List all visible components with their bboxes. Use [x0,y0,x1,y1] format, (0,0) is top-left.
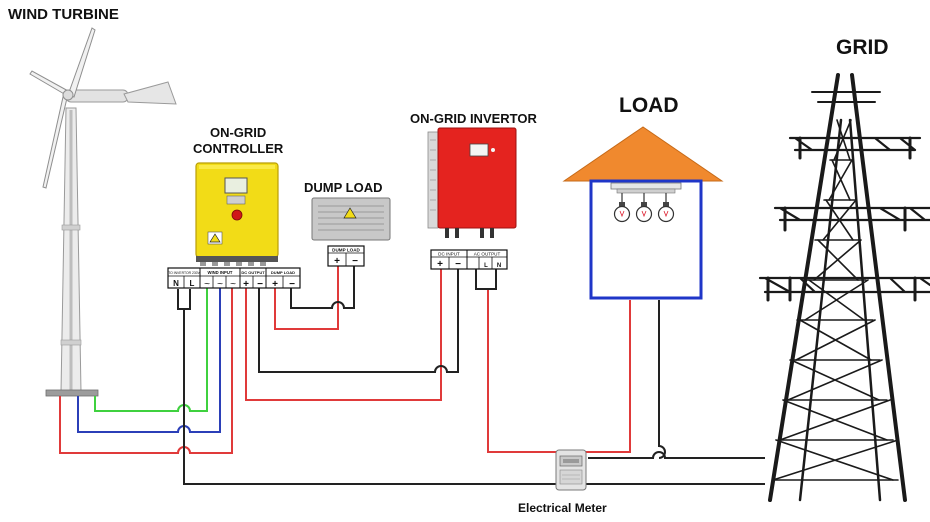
electrical-meter-label: Electrical Meter [518,501,607,515]
house-roof [562,126,724,182]
terminal-dump-minus: − [289,279,295,290]
invertor-header-ac-output: AC OUTPUT [474,252,501,257]
invertor-terminal-l: L [484,263,488,269]
invertor-terminal-minus: − [455,259,461,270]
load-label: LOAD [619,94,679,117]
dump-warning-icon [343,207,357,219]
dump-terminal-plus: + [334,256,340,267]
house-frame [589,179,703,300]
controller-label: ON-GRID CONTROLLER [193,125,283,157]
wire-dc-negative [258,269,459,373]
invertor-terminal-n: N [497,263,501,269]
invertor-header-dc-input: DC INPUT [438,252,460,257]
dump-load-unit [311,197,391,241]
controller-terminal-block: TO INVERTOR 230V WIND INPUT DC OUTPUT DU… [167,267,301,290]
stop-button-icon [231,209,243,221]
controller-display [224,177,248,194]
grid-tower [758,73,930,502]
wind-turbine [29,27,177,397]
terminal-ac-1: ~ [204,279,210,290]
terminal-l: L [190,279,195,288]
wire-dump-negative [290,266,355,309]
terminal-n: N [173,279,179,288]
wire-neutral-bottom [177,289,191,310]
wire-grid-link [588,451,765,459]
dump-terminal-header: DUMP LOAD [332,248,360,253]
terminal-dc-plus: + [243,279,249,290]
invertor-label: ON-GRID INVERTOR [410,111,537,126]
terminal-header-wind-input: WIND INPUT [208,270,233,275]
invertor-display [469,143,489,157]
wire-dc-positive [245,269,442,401]
grid-label: GRID [836,36,889,59]
load-house [562,126,724,300]
terminal-dump-plus: + [272,279,278,290]
invertor-terminal-plus: + [437,259,443,270]
terminal-dc-minus: − [257,279,263,290]
dump-load-label: DUMP LOAD [304,180,383,195]
terminal-header-to-invertor: TO INVERTOR 230V [168,271,201,275]
terminal-header-dump-load: DUMP LOAD [271,270,295,275]
wire-ac-live [476,288,631,453]
terminal-ac-2: ~ [217,279,223,290]
terminal-ac-3: ~ [230,279,236,290]
dump-load-terminal-block: DUMP LOAD + − [327,245,365,267]
wind-turbine-label: WIND TURBINE [8,6,119,23]
wire-load-neutral [658,300,666,459]
on-grid-invertor [427,127,517,238]
invertor-terminal-block: DC INPUT AC OUTPUT + − L N [430,249,508,270]
wire-dump-positive [274,266,339,330]
electrical-meter-icon [555,449,587,491]
controller-label-line2: CONTROLLER [193,141,284,156]
controller-label-line1: ON-GRID [209,125,267,140]
warning-icon [209,233,221,243]
bulb-icon [635,193,653,223]
dump-terminal-minus: − [352,256,358,267]
on-grid-controller [195,162,279,266]
bulb-icon [613,193,631,223]
bulb-icon [657,193,675,223]
terminal-header-dc-output: DC OUTPUT [241,270,265,275]
